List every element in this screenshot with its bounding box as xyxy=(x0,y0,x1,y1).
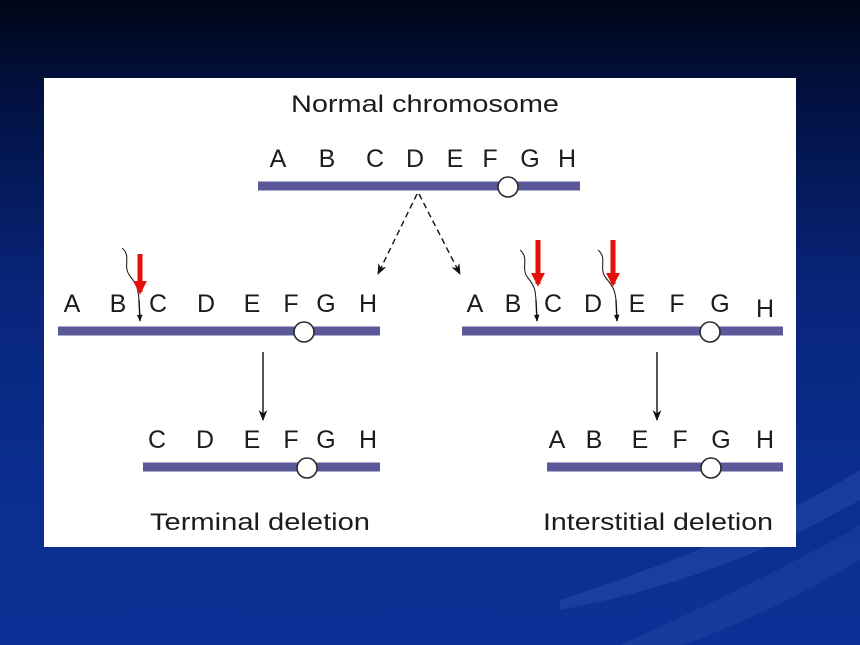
gene-label: A xyxy=(64,290,81,318)
interstitial-before-gene-labels: A B C D E F G H xyxy=(467,290,774,323)
interstitial-after-gene-labels: A B E F G H xyxy=(549,426,774,454)
gene-label: H xyxy=(558,145,576,173)
gene-label: E xyxy=(632,426,649,454)
terminal-after-gene-labels: C D E F G H xyxy=(148,426,377,454)
interstitial-deletion-label: Interstitial deletion xyxy=(543,509,773,536)
gene-label: F xyxy=(672,426,687,454)
gene-label: H xyxy=(359,290,377,318)
normal-chromosome-title: Normal chromosome xyxy=(291,91,559,118)
gene-label: D xyxy=(196,426,214,454)
gene-label: H xyxy=(756,426,774,454)
gene-label: A xyxy=(270,145,287,173)
break-marker-arrow xyxy=(533,299,540,322)
gene-label: B xyxy=(505,290,522,318)
gene-label: G xyxy=(316,426,335,454)
interstitial-after-centromere xyxy=(700,457,722,479)
gene-label: A xyxy=(467,290,484,318)
gene-label: G xyxy=(710,290,729,318)
gene-label: F xyxy=(283,426,298,454)
gene-label: H xyxy=(756,295,774,323)
gene-label: G xyxy=(711,426,730,454)
gene-label: D xyxy=(197,290,215,318)
gene-label: C xyxy=(544,290,562,318)
gene-label: A xyxy=(549,426,566,454)
terminal-deletion-label: Terminal deletion xyxy=(150,509,370,536)
gene-label: F xyxy=(283,290,298,318)
gene-label: E xyxy=(244,290,261,318)
background-swoosh xyxy=(560,470,860,610)
gene-label: G xyxy=(316,290,335,318)
break-squiggle xyxy=(519,249,537,301)
dashed-arrow-right xyxy=(418,193,461,275)
interstitial-before-centromere xyxy=(699,321,721,343)
gene-label: H xyxy=(359,426,377,454)
gene-label: B xyxy=(319,145,336,173)
gene-label: C xyxy=(149,290,167,318)
terminal-after-centromere xyxy=(296,457,318,479)
gene-label: E xyxy=(447,145,464,173)
gene-label: F xyxy=(669,290,684,318)
gene-label: E xyxy=(244,426,261,454)
normal-gene-labels: A B C D E F G H xyxy=(270,145,576,173)
gene-label: F xyxy=(482,145,497,173)
background-swoosh-2 xyxy=(620,525,860,645)
gene-label: D xyxy=(584,290,602,318)
gene-label: B xyxy=(586,426,603,454)
gene-label: D xyxy=(406,145,424,173)
gene-label: C xyxy=(366,145,384,173)
terminal-before-centromere xyxy=(293,321,315,343)
normal-centromere xyxy=(497,176,519,198)
terminal-before-gene-labels: A B C D E F G H xyxy=(64,290,377,318)
gene-label: B xyxy=(110,290,127,318)
gene-label: E xyxy=(629,290,646,318)
gene-label: C xyxy=(148,426,166,454)
break-marker-arrow xyxy=(613,299,620,322)
gene-label: G xyxy=(520,145,539,173)
break-marker-arrow xyxy=(136,299,143,322)
dashed-arrow-left xyxy=(377,193,418,275)
